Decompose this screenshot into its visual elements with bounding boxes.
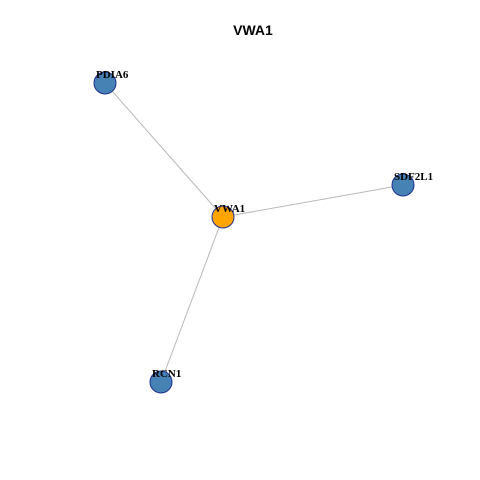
- node-label-pdia6: PDIA6: [96, 69, 129, 81]
- node-layer: [93, 71, 415, 394]
- node-label-vwa1: VWA1: [214, 203, 245, 215]
- edge-vwa1-pdia6: [104, 82, 224, 218]
- edge-vwa1-sdf2l1: [222, 184, 404, 218]
- node-sdf2l1: [391, 173, 415, 197]
- graph-title: VWA1: [233, 22, 273, 38]
- edge-layer: [104, 82, 404, 383]
- node-label-sdf2l1: SDF2L1: [394, 171, 433, 183]
- node-label-rcn1: RCN1: [152, 368, 181, 380]
- node-rcn1: [149, 370, 173, 394]
- node-pdia6: [93, 71, 117, 95]
- edge-vwa1-rcn1: [160, 216, 224, 383]
- node-vwa1: [211, 205, 235, 229]
